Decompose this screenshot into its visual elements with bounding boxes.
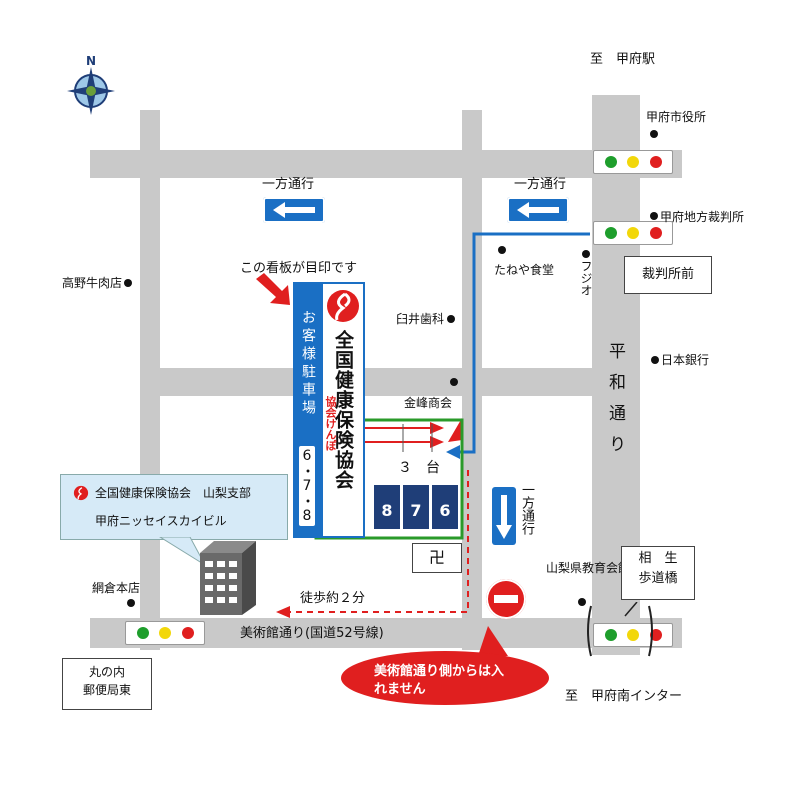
landmark-dot [650, 212, 658, 220]
traffic-light-marunouchi [125, 621, 205, 645]
landmark-dot [582, 250, 590, 258]
pedestrian-bridge-icon [587, 602, 653, 657]
traffic-light-aioi [593, 623, 673, 647]
office-building: 甲府ニッセイスカイビル [95, 514, 227, 528]
oneway-label-left: 一方通行 [262, 177, 315, 192]
no-entry-icon [486, 579, 526, 619]
landmark-dot [578, 598, 586, 606]
signboard-numbers: 6・7・8 [299, 446, 315, 526]
kofu-city-hall: 甲府市役所 [646, 110, 707, 124]
traffic-light-cityhall [593, 150, 673, 174]
parking-slot-6: 6 [431, 484, 459, 530]
signboard-name: 全国健康保険協会 [332, 330, 354, 490]
kyokai-logo-icon [327, 290, 359, 322]
oneway-label-right: 一方通行 [514, 177, 567, 192]
landmark-dot [450, 378, 458, 386]
aioi-bridge-box: 相 生 歩道橋 [621, 546, 695, 600]
signboard-sub: 協会けんぽ [324, 396, 337, 451]
no-entry-callout-text: 美術館通り側からは入れません [374, 664, 505, 697]
signboard-pointer-icon [256, 273, 290, 305]
oneway-right-icon [507, 197, 569, 223]
yamanashi-edu-hall: 山梨県教育会館 [546, 561, 631, 575]
marunouchi-post-box: 丸の内 郵便局東 [62, 658, 152, 710]
usui-dental: 臼井歯科 [396, 312, 445, 326]
landmark-dot [650, 130, 658, 138]
oneway-left-icon [263, 197, 325, 223]
road-north [90, 150, 682, 178]
takano: 高野牛肉店 [62, 276, 123, 290]
office-name: 全国健康保険協会 山梨支部 [95, 486, 252, 500]
parking-slot-8: 8 [373, 484, 401, 530]
compass-icon: N [66, 54, 116, 117]
building-icon [200, 541, 256, 615]
road-label-museum: 美術館通り(国道52号線) [240, 626, 384, 641]
taneya: たねや食堂 [494, 263, 555, 277]
fujio: フジオ [579, 260, 593, 296]
no-entry-callout-bubble [341, 626, 549, 705]
parking-count: ３ 台 [398, 460, 440, 476]
landmark-dot [127, 599, 135, 607]
callout-tail [159, 537, 207, 567]
landmark-dot [124, 279, 132, 287]
signboard-parking: お客様駐車場 [300, 310, 316, 418]
road-middle [160, 368, 592, 396]
kofu-court: 甲府地方裁判所 [660, 210, 745, 224]
office-callout: 全国健康保険協会 山梨支部 甲府ニッセイスカイビル [60, 474, 288, 540]
to-kofu-minami-ic: 至 甲府南インター [565, 689, 683, 704]
to-kofu-station: 至 甲府駅 [590, 52, 656, 67]
landmark-dot [447, 315, 455, 323]
signboard: 全国健康保険協会 協会けんぽ お客様駐車場 6・7・8 [293, 282, 365, 538]
oneway-vertical-icon [492, 487, 516, 545]
landmark-dot [498, 246, 506, 254]
temple-box: 卍 [412, 543, 462, 573]
kyokai-logo-small-icon [73, 485, 89, 501]
saibansho-mae-box: 裁判所前 [624, 256, 712, 294]
signboard-panel [323, 284, 363, 536]
amikura: 網倉本店 [92, 581, 141, 595]
walk-time: 徒歩約２分 [300, 591, 366, 606]
road-label-heiwa: 平和通り [605, 342, 625, 466]
kinpo-shokai: 金峰商会 [404, 396, 453, 410]
parking-slot-7: 7 [402, 484, 430, 530]
bank-of-japan: 日本銀行 [661, 353, 710, 367]
compass-letter: N [86, 55, 96, 68]
oneway-label-vertical: 一方通行 [519, 483, 534, 535]
landmark-dot [651, 356, 659, 364]
traffic-light-court [593, 221, 673, 245]
signboard-caption: この看板が目印です [240, 261, 358, 276]
